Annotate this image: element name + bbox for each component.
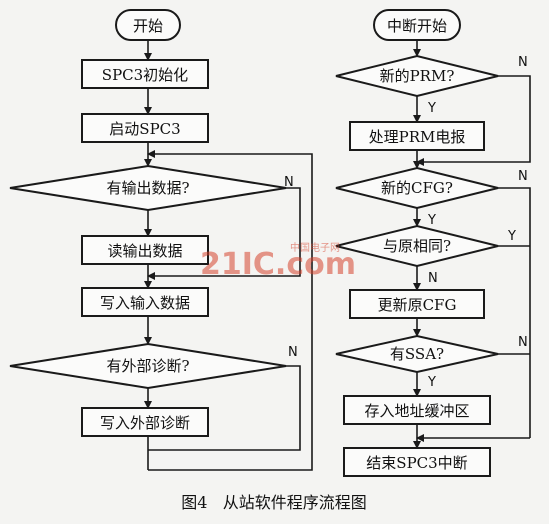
init-label: SPC3初始化	[102, 66, 188, 84]
process-prm-box	[349, 121, 485, 151]
output-decision-label: 有输出数据?	[106, 179, 189, 197]
init-box	[81, 59, 209, 89]
no-branch-diag	[148, 365, 301, 451]
yes-label: Y	[427, 213, 436, 228]
no-label: N	[288, 345, 298, 360]
read-output-label: 读输出数据	[107, 242, 182, 260]
main-loop-return	[147, 150, 313, 471]
no-label: N	[518, 335, 528, 350]
store-addr-label: 存入地址缓冲区	[364, 402, 469, 420]
yes-label: Y	[507, 229, 516, 244]
yes-label: Y	[427, 375, 436, 390]
update-cfg-box	[349, 289, 485, 319]
no-branch-cfg	[498, 187, 531, 438]
no-label: N	[518, 169, 528, 184]
diag-decision-label: 有外部诊断?	[106, 357, 189, 375]
write-input-box	[81, 287, 209, 317]
launch-label: 启动SPC3	[109, 120, 180, 138]
ssa-decision-label: 有SSA?	[390, 345, 444, 363]
no-branch-prm	[416, 75, 531, 166]
read-output-box	[81, 235, 209, 265]
cfg-decision-label: 新的CFG?	[381, 179, 453, 197]
figure-caption: 图4 从站软件程序流程图	[181, 493, 366, 512]
no-branch-output	[147, 187, 301, 280]
watermark-logo: 21IC.com	[200, 247, 356, 282]
no-label: N	[518, 55, 528, 70]
no-label: N	[284, 175, 294, 190]
end-box	[343, 447, 491, 477]
update-cfg-label: 更新原CFG	[378, 296, 457, 314]
right-start-label: 中断开始	[387, 17, 447, 35]
process-prm-label: 处理PRM电报	[369, 128, 466, 146]
end-label: 结束SPC3中断	[366, 454, 467, 472]
launch-box	[81, 113, 209, 143]
watermark-subtitle: 中国电子网	[290, 241, 340, 254]
no-label: N	[428, 271, 438, 286]
write-input-label: 写入输入数据	[100, 294, 190, 312]
yes-label: Y	[427, 101, 436, 116]
left-start-label: 开始	[133, 17, 163, 35]
same-decision-label: 与原相同?	[383, 237, 451, 255]
write-diag-box	[81, 407, 209, 437]
write-diag-label: 写入外部诊断	[100, 414, 190, 432]
prm-decision-label: 新的PRM?	[380, 67, 455, 85]
